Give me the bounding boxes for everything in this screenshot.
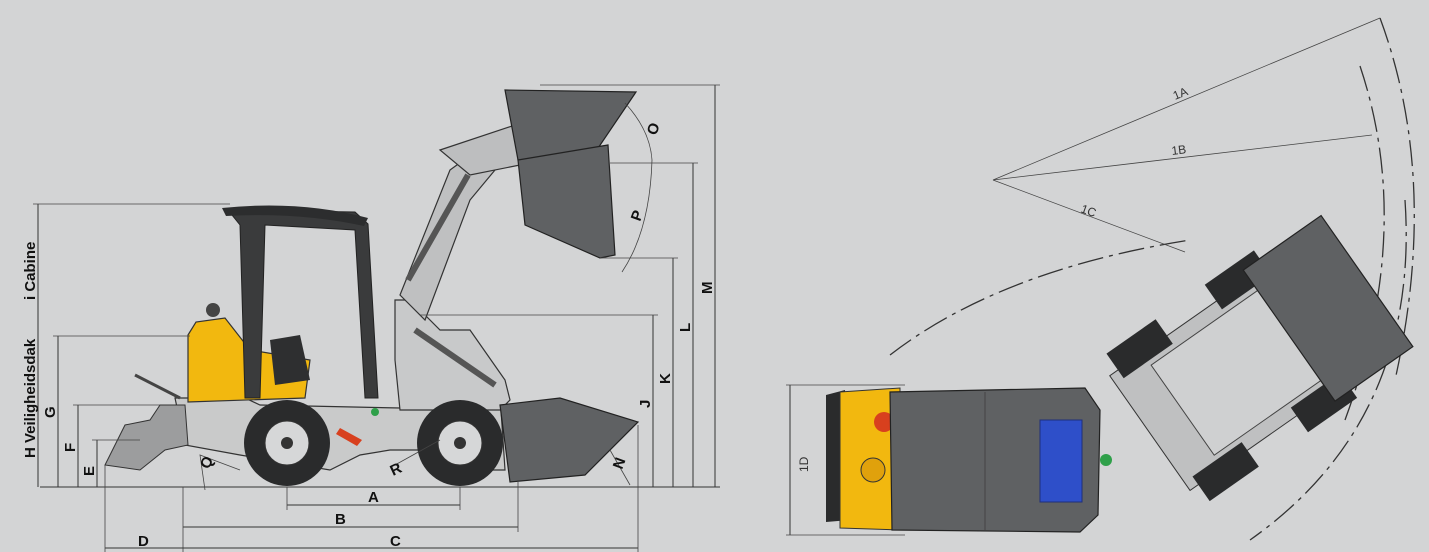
dim-label-n: N <box>610 455 630 471</box>
dim-label-b: B <box>335 511 346 528</box>
dim-label-j: J <box>637 400 654 408</box>
dim-label-i: i Cabine <box>22 242 39 300</box>
dim-label-e: E <box>81 466 98 476</box>
dim-label-1b: 1B <box>1171 142 1187 158</box>
top-view-machine <box>826 214 1414 533</box>
dim-label-h: H Veiligheidsdak <box>22 338 39 458</box>
top-view: 1A 1B 1C 1D <box>786 17 1415 541</box>
side-view-machine <box>104 89 640 486</box>
dim-label-m: M <box>699 282 716 295</box>
dim-label-c: C <box>390 533 401 550</box>
dim-label-a: A <box>368 489 379 506</box>
dim-label-o: O <box>644 120 664 137</box>
dim-label-1c: 1C <box>1079 202 1099 221</box>
side-view: A B C D E F G H Veiligheidsdak i Cabine <box>22 84 720 552</box>
dim-label-r: R <box>388 460 405 480</box>
dim-label-1a: 1A <box>1171 84 1190 102</box>
dim-label-k: K <box>657 373 674 384</box>
dim-label-g: G <box>42 406 59 418</box>
dim-label-p: P <box>628 208 647 223</box>
dim-label-l: L <box>677 323 694 332</box>
dim-label-f: F <box>62 443 79 452</box>
dim-label-d: D <box>138 533 149 550</box>
dim-label-1d: 1D <box>797 456 811 472</box>
